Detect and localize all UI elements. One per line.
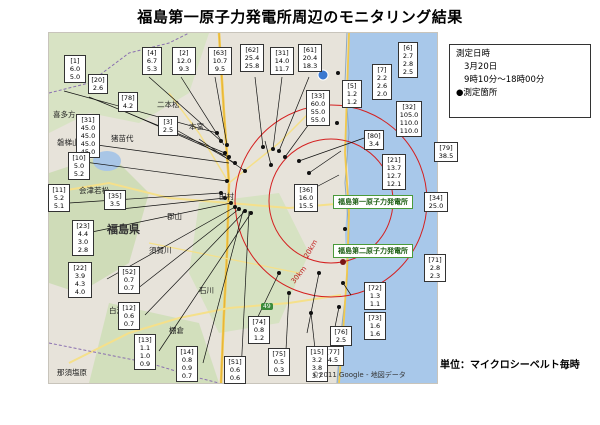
info-date: 3月20日 — [464, 62, 498, 72]
label-aizuwakamatsu: 会津若松 — [79, 186, 109, 195]
label-kitakata: 喜多方 — [53, 110, 76, 119]
callout: [79]38.5 — [434, 142, 458, 162]
info-time: 9時10分～18時00分 — [464, 75, 545, 85]
measurement-info-box: 測定日時 3月20日 9時10分～18時00分 ●測定箇所 — [449, 44, 591, 118]
callout: [35]3.5 — [104, 190, 126, 210]
callout: [78]4.2 — [118, 92, 138, 112]
unit-label: 単位：マイクロシーベルト毎時 — [440, 360, 580, 371]
daini-plant-marker — [340, 259, 346, 265]
callout: [34]25.0 — [424, 192, 448, 212]
label-tanagura: 棚倉 — [169, 326, 184, 335]
label-inawashiro: 猪苗代 — [111, 134, 134, 143]
label-sukagawa: 須賀川 — [149, 246, 172, 255]
daiichi-plant-label: 福島第一原子力発電所 — [333, 195, 413, 209]
label-shirakawa: 白河 — [109, 306, 124, 315]
road-route-49 — [68, 294, 342, 364]
label-ishikawa: 石川 — [199, 286, 214, 295]
label-nihonmatsu: 二本松 — [157, 100, 180, 109]
label-koriyama: 郡山 — [167, 212, 182, 221]
location-pin-icon — [317, 69, 329, 81]
map-copyright: ©2011 Google - 地図データ — [312, 371, 406, 379]
page-title: 福島第一原子力発電所周辺のモニタリング結果 — [137, 8, 463, 26]
legend-label: 測定箇所 — [463, 88, 498, 98]
label-motomiya: 本宮 — [189, 122, 204, 131]
callout: [3]2.5 — [158, 116, 178, 136]
callout: [80]3.4 — [364, 130, 384, 150]
info-legend: ●測定箇所 — [456, 87, 584, 100]
info-heading: 測定日時 — [456, 49, 491, 59]
label-prefecture: 福島県 — [107, 223, 140, 236]
callout: [76]2.5 — [330, 326, 352, 346]
label-nasushiobara: 那須塩原 — [57, 368, 87, 377]
measurement-point-icon: ● — [456, 88, 464, 98]
label-tamura: 田村 — [219, 192, 234, 201]
callout: [20]2.6 — [88, 74, 108, 94]
route-49-shield: 49 — [261, 303, 273, 310]
label-bandai: 磐梯山 — [57, 138, 80, 147]
terrain-north-west — [49, 33, 209, 133]
daini-plant-label: 福島第二原子力発電所 — [333, 244, 413, 258]
